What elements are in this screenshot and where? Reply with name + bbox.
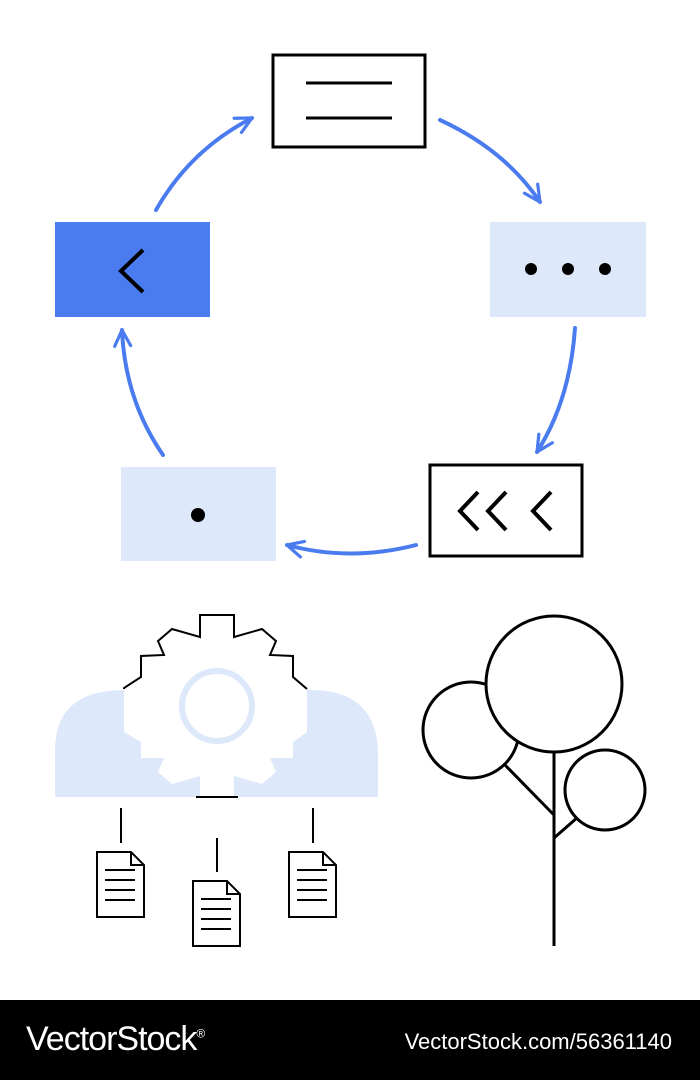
diagram-canvas bbox=[55, 53, 647, 947]
cycle-node-bottom-right bbox=[428, 463, 584, 558]
cycle-arrows bbox=[113, 116, 577, 559]
cloud-gear-icon bbox=[55, 614, 378, 798]
watermark-footer: VectorStock® VectorStock.com/56361140 bbox=[0, 1000, 700, 1080]
document-icon bbox=[288, 851, 337, 918]
cycle-node-bottom-left bbox=[121, 467, 276, 561]
arrow-top-to-right bbox=[438, 118, 542, 204]
tree-icon bbox=[421, 614, 647, 946]
triple-chevron-left-icon bbox=[457, 490, 553, 532]
text-lines-icon bbox=[306, 81, 392, 120]
ellipsis-icon bbox=[525, 263, 611, 275]
tree-crown-right bbox=[563, 748, 647, 832]
gear-icon bbox=[123, 614, 308, 798]
dot-icon bbox=[191, 508, 205, 522]
arrow-left-to-top bbox=[154, 116, 254, 212]
cycle-node-left bbox=[55, 222, 210, 317]
tree-crown-top bbox=[484, 614, 624, 754]
document-icon bbox=[192, 880, 241, 947]
arrow-bottom-right-to-bottom-left bbox=[285, 539, 418, 559]
image-url: VectorStock.com/56361140 bbox=[404, 1029, 672, 1054]
cloud-connectors bbox=[120, 808, 314, 872]
document-icon bbox=[96, 851, 145, 918]
arrow-bottom-left-to-left bbox=[113, 328, 165, 457]
vectorstock-logo: VectorStock® bbox=[26, 1020, 205, 1058]
arrow-right-to-bottom-right bbox=[535, 326, 577, 454]
chevron-left-icon bbox=[118, 248, 145, 294]
cycle-node-top bbox=[271, 53, 427, 149]
cycle-node-right bbox=[490, 222, 646, 317]
